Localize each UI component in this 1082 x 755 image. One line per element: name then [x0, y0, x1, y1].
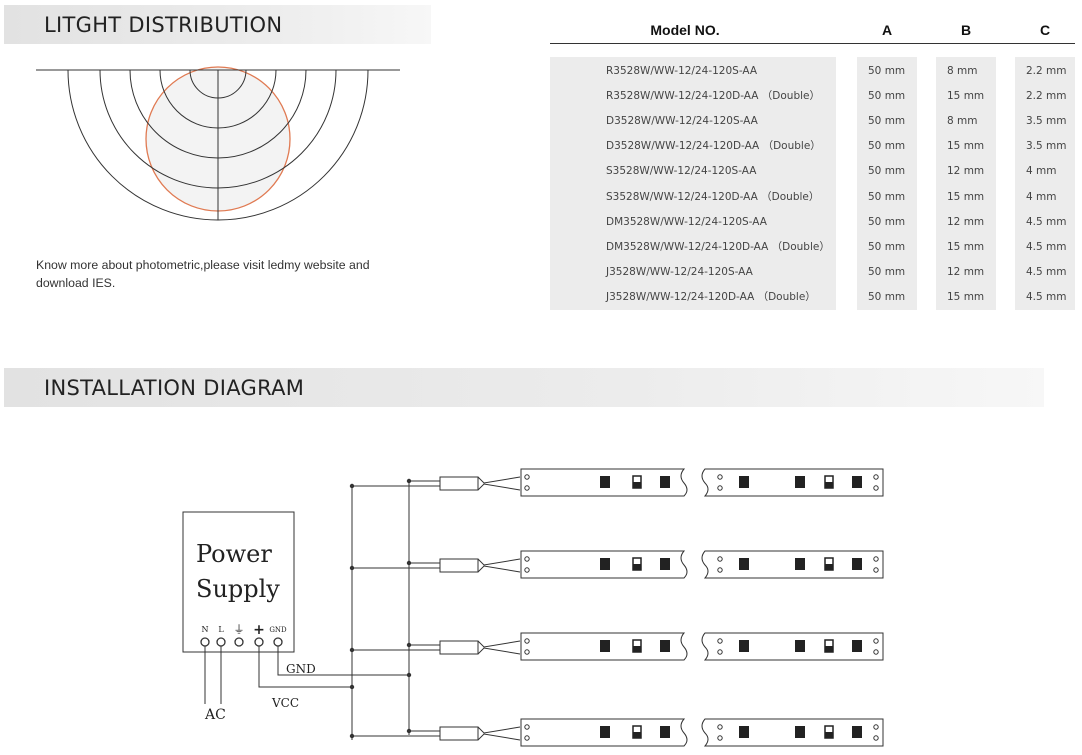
table-header-a: A — [881, 22, 893, 38]
power-supply-label-1: Power — [196, 540, 272, 568]
section-title: LITGHT DISTRIBUTION — [44, 13, 283, 37]
table-header-rule — [550, 43, 1075, 44]
section-title: INSTALLATION DIAGRAM — [44, 376, 305, 400]
gnd-label: GND — [286, 662, 316, 676]
terminal-label-earth: ⏚ — [234, 623, 245, 636]
led-strip-row — [349, 550, 884, 579]
a-cell: 50 mm — [868, 240, 906, 253]
terminal-l — [216, 637, 226, 647]
terminal-earth — [234, 637, 244, 647]
led-strip-row — [349, 468, 884, 497]
junction-dot — [349, 684, 355, 690]
ac-label: AC — [204, 707, 226, 723]
light-distribution-diagram — [36, 66, 400, 221]
a-column-bg — [857, 57, 917, 310]
led-strip-row — [349, 632, 884, 661]
model-cell: S3528W/WW-12/24-120S-AA — [606, 165, 757, 178]
b-cell: 15 mm — [947, 290, 985, 303]
terminal-label-n: N — [202, 625, 209, 634]
c-cell: 2.2 mm — [1026, 90, 1067, 103]
terminal-n — [200, 637, 210, 647]
a-cell: 50 mm — [868, 65, 906, 77]
a-cell: 50 mm — [868, 140, 906, 153]
led-strip-row — [349, 718, 884, 747]
b-cell: 15 mm — [947, 240, 985, 253]
a-cell: 50 mm — [868, 115, 906, 128]
b-cell: 12 mm — [947, 265, 985, 278]
b-cell: 8 mm — [947, 115, 978, 128]
c-cell: 4.5 mm — [1026, 215, 1067, 228]
model-cell: J3528W/WW-12/24-120S-AA — [606, 265, 753, 278]
model-cell: DM3528W/WW-12/24-120S-AA — [606, 215, 767, 228]
model-cell: D3528W/WW-12/24-120D-AA （Double） — [606, 140, 821, 153]
table-header-b: B — [960, 22, 972, 38]
model-column-bg — [550, 57, 836, 310]
b-cell: 12 mm — [947, 215, 985, 228]
c-column-bg — [1015, 57, 1075, 310]
power-supply-label-2: Supply — [196, 575, 280, 603]
c-cell: 4.5 mm — [1026, 290, 1067, 303]
photometric-note: Know more about photometric,please visit… — [36, 258, 370, 290]
c-cell: 4.5 mm — [1026, 240, 1067, 253]
model-cell: J3528W/WW-12/24-120D-AA （Double） — [606, 290, 816, 303]
section-header-installation: INSTALLATION DIAGRAM — [4, 368, 1044, 407]
c-cell: 3.5 mm — [1026, 140, 1067, 153]
a-cell: 50 mm — [868, 215, 906, 228]
terminal-label-gnd: GND — [269, 626, 287, 634]
c-cell: 3.5 mm — [1026, 115, 1067, 128]
b-cell: 8 mm — [947, 65, 978, 77]
model-cell: S3528W/WW-12/24-120D-AA （Double） — [606, 190, 820, 203]
section-header-light-distribution: LITGHT DISTRIBUTION — [4, 5, 431, 44]
b-column-bg — [936, 57, 996, 310]
terminal-plus — [254, 637, 264, 647]
b-cell: 15 mm — [947, 190, 985, 203]
c-cell: 4 mm — [1026, 190, 1057, 203]
model-cell: R3528W/WW-12/24-120D-AA （Double） — [606, 90, 820, 103]
table-header-model: Model NO. — [650, 22, 720, 38]
power-supply-box — [182, 511, 295, 653]
c-cell: 4 mm — [1026, 165, 1057, 178]
c-cell: 2.2 mm — [1026, 65, 1067, 77]
a-cell: 50 mm — [868, 190, 906, 203]
b-cell: 12 mm — [947, 165, 985, 178]
model-cell: DM3528W/WW-12/24-120D-AA （Double） — [606, 240, 830, 253]
model-cell: D3528W/WW-12/24-120S-AA — [606, 115, 758, 128]
a-cell: 50 mm — [868, 265, 906, 278]
model-cell: R3528W/WW-12/24-120S-AA — [606, 65, 758, 77]
a-cell: 50 mm — [868, 90, 906, 103]
vcc-label: VCC — [271, 696, 299, 710]
c-cell: 4.5 mm — [1026, 265, 1067, 278]
junction-dot — [406, 672, 412, 678]
table-header-c: C — [1039, 22, 1051, 38]
b-cell: 15 mm — [947, 140, 985, 153]
b-cell: 15 mm — [947, 90, 985, 103]
terminal-label-l: L — [218, 625, 224, 634]
terminal-label-plus: + — [253, 622, 265, 638]
a-cell: 50 mm — [868, 165, 906, 178]
terminal-gnd — [273, 637, 283, 647]
a-cell: 50 mm — [868, 290, 906, 303]
